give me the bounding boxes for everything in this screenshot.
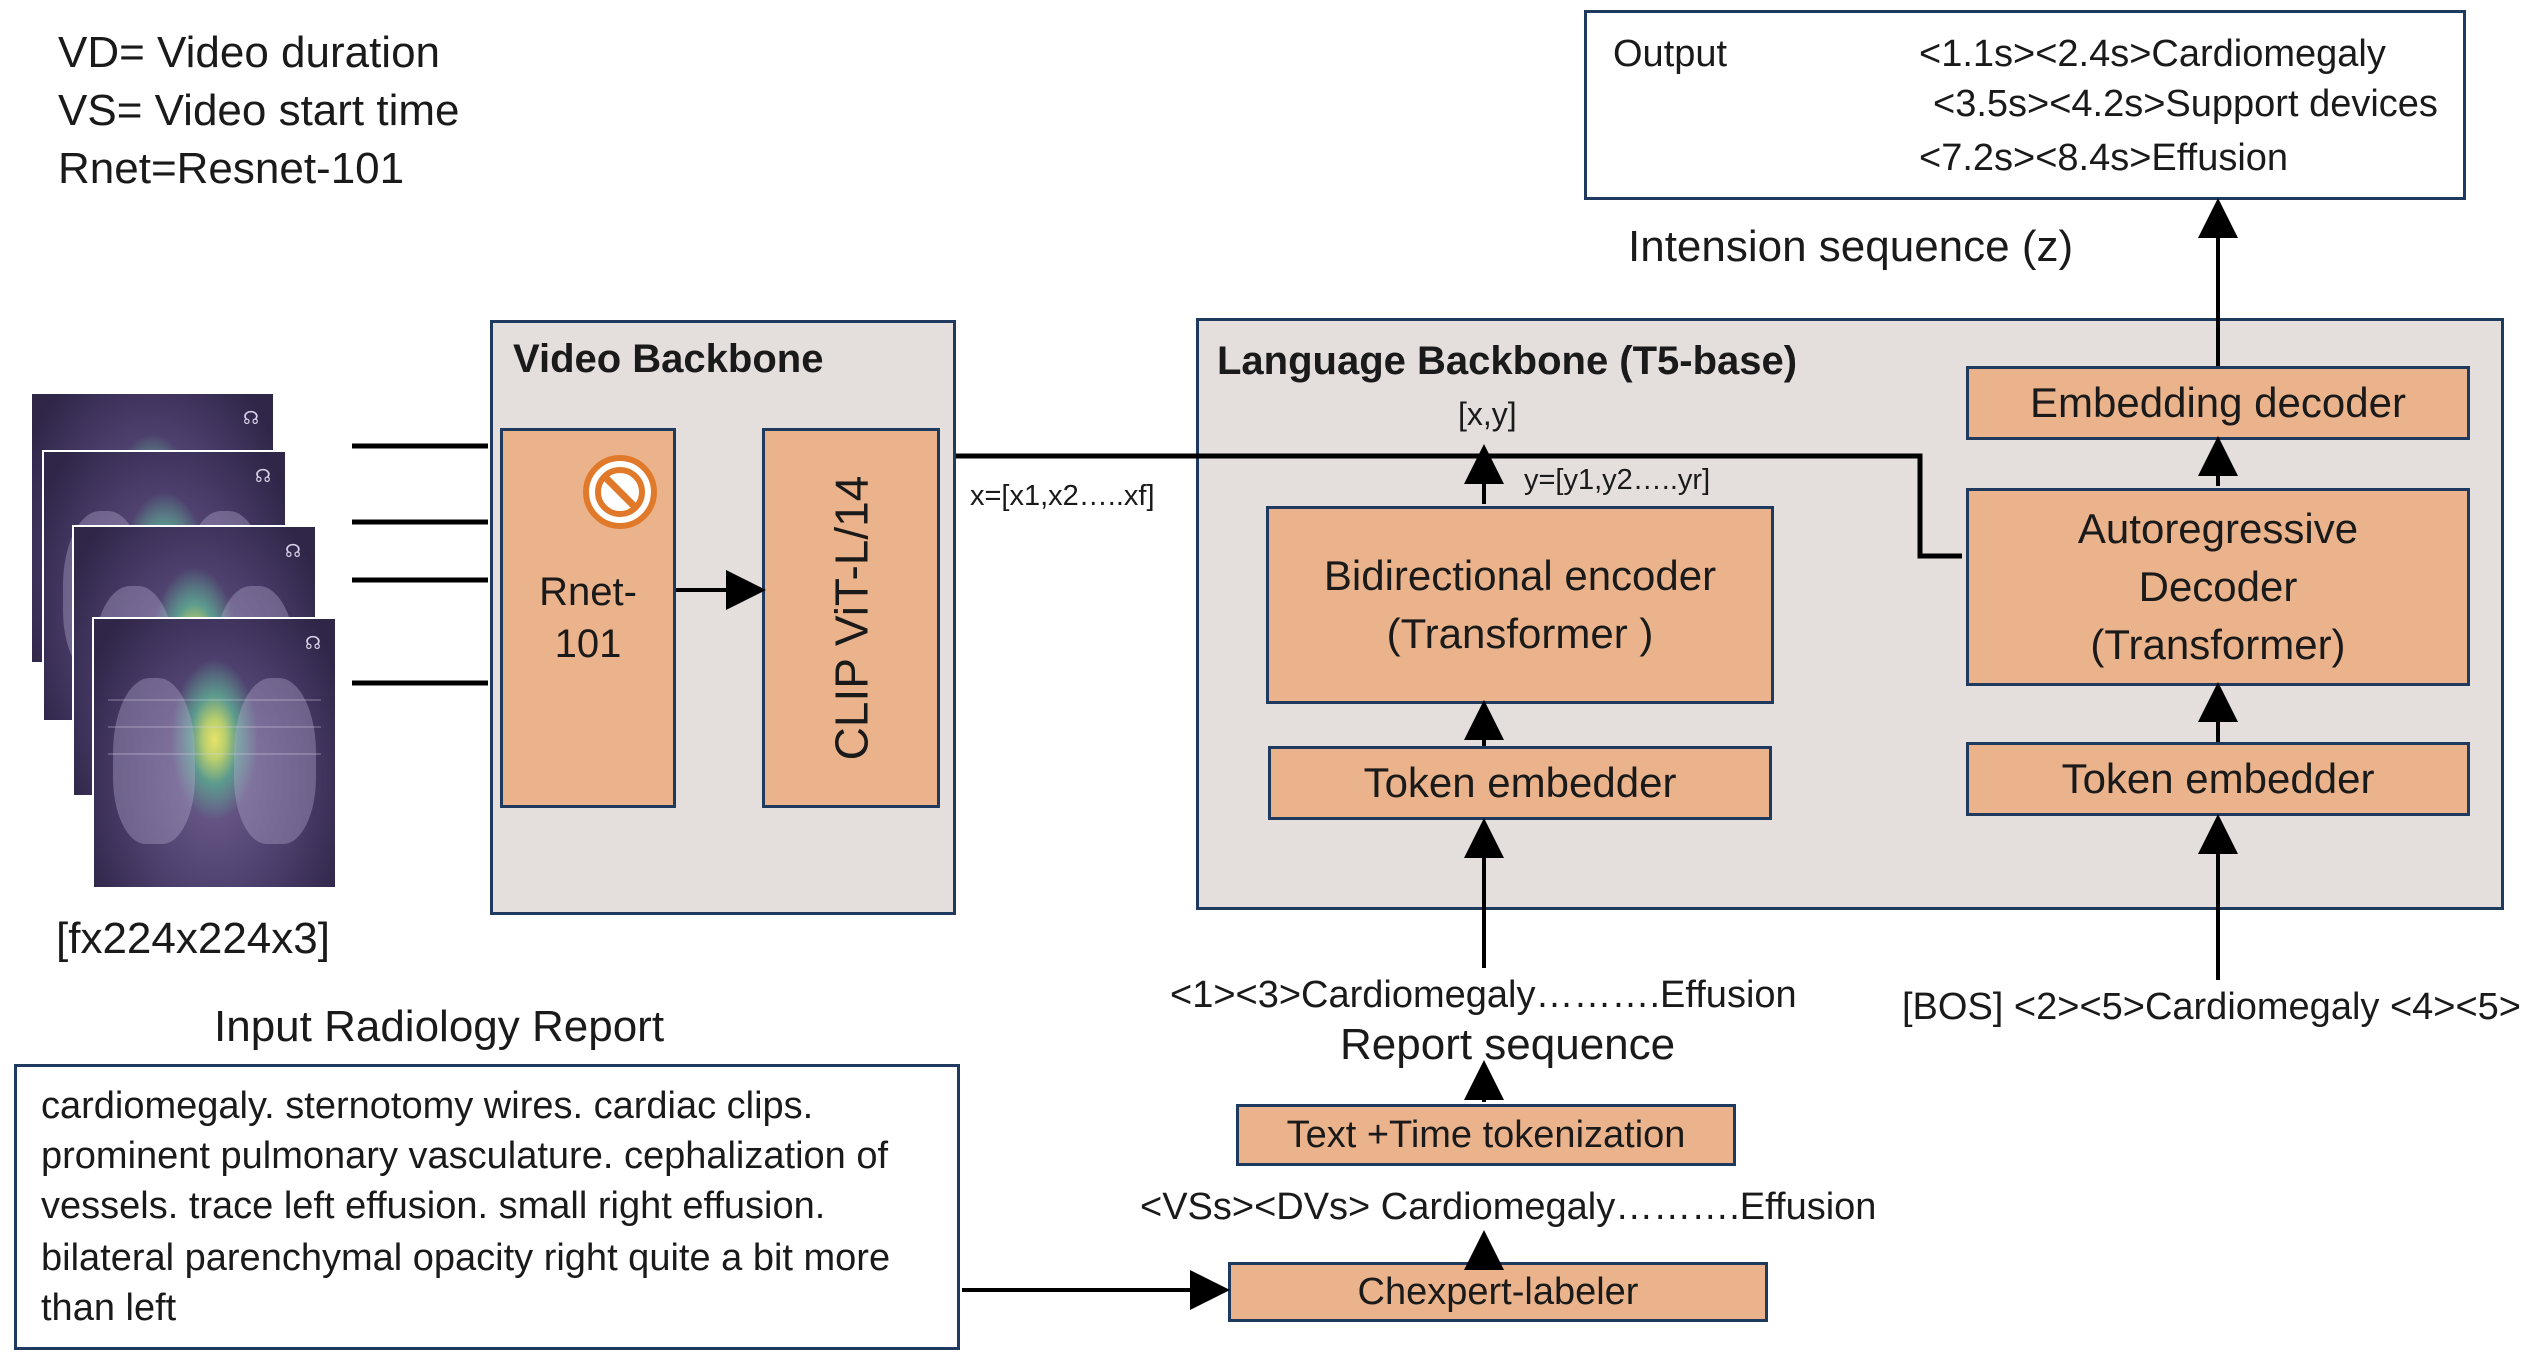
report-line-1: cardiomegaly. sternotomy wires. cardiac … xyxy=(41,1085,814,1127)
xray-frame-4: ☊ xyxy=(92,617,337,889)
video-backbone-title: Video Backbone xyxy=(513,337,824,381)
prohibited-icon xyxy=(582,454,658,530)
vs-dv-sequence: <VSs><DVs> Cardiomegaly……….Effusion xyxy=(1140,1186,1877,1228)
embedding-decoder-block: Embedding decoder xyxy=(1966,366,2470,440)
token-embedder-right-label: Token embedder xyxy=(2061,755,2375,802)
bos-sequence: [BOS] <2><5>Cardiomegaly <4><5> xyxy=(1902,986,2521,1028)
legend-vd: VD= Video duration xyxy=(58,28,441,77)
frames-shape-label: [fx224x224x3] xyxy=(56,914,330,963)
bidirectional-encoder-label: Bidirectional encoder (Transformer ) xyxy=(1323,552,1717,657)
report-sequence-label: Report sequence xyxy=(1340,1020,1676,1069)
bidirectional-encoder-block: Bidirectional encoder (Transformer ) xyxy=(1266,506,1774,704)
legend-rnet: Rnet=Resnet-101 xyxy=(58,144,405,193)
output-label: Output xyxy=(1613,33,1728,75)
clip-vit-block: CLIP ViT-L/14 xyxy=(762,428,940,808)
y-sequence-label: y=[y1,y2…..yr] xyxy=(1524,464,1711,496)
output-line-3: <7.2s><8.4s>Effusion xyxy=(1919,137,2289,179)
text-time-tokenization-label: Text +Time tokenization xyxy=(1286,1113,1686,1156)
intension-sequence-label: Intension sequence (z) xyxy=(1628,222,2074,271)
output-box: Output <1.1s><2.4s>Cardiomegaly <3.5s><4… xyxy=(1584,10,2466,200)
language-backbone-title: Language Backbone (T5-base) xyxy=(1217,339,1798,383)
report-sequence-values: <1><3>Cardiomegaly……….Effusion xyxy=(1170,974,1797,1016)
chexpert-labeler-label: Chexpert-labeler xyxy=(1357,1270,1639,1313)
token-embedder-left-label: Token embedder xyxy=(1363,759,1677,806)
rnet-label: Rnet- 101 xyxy=(539,570,637,666)
input-report-title: Input Radiology Report xyxy=(214,1002,665,1051)
autoregressive-decoder-block: Autoregressive Decoder (Transformer) xyxy=(1966,488,2470,686)
input-report-box: cardiomegaly. sternotomy wires. cardiac … xyxy=(14,1064,960,1350)
report-line-4: bilateral parenchymal opacity right quit… xyxy=(41,1237,891,1279)
x-sequence-label: x=[x1,x2…..xf] xyxy=(970,480,1155,512)
report-line-3: vessels. trace left effusion. small righ… xyxy=(41,1185,826,1227)
report-line-5: than left xyxy=(41,1287,177,1329)
output-line-1: <1.1s><2.4s>Cardiomegaly xyxy=(1919,33,2386,75)
text-time-tokenization-block: Text +Time tokenization xyxy=(1236,1104,1736,1166)
legend-vs: VS= Video start time xyxy=(58,86,460,135)
autoregressive-decoder-label: Autoregressive Decoder (Transformer) xyxy=(2077,505,2359,668)
output-line-2: <3.5s><4.2s>Support devices xyxy=(1933,83,2438,125)
xy-label: [x,y] xyxy=(1458,396,1517,432)
token-embedder-left-block: Token embedder xyxy=(1268,746,1772,820)
report-line-2: prominent pulmonary vasculature. cephali… xyxy=(41,1135,889,1177)
embedding-decoder-label: Embedding decoder xyxy=(2030,379,2406,426)
